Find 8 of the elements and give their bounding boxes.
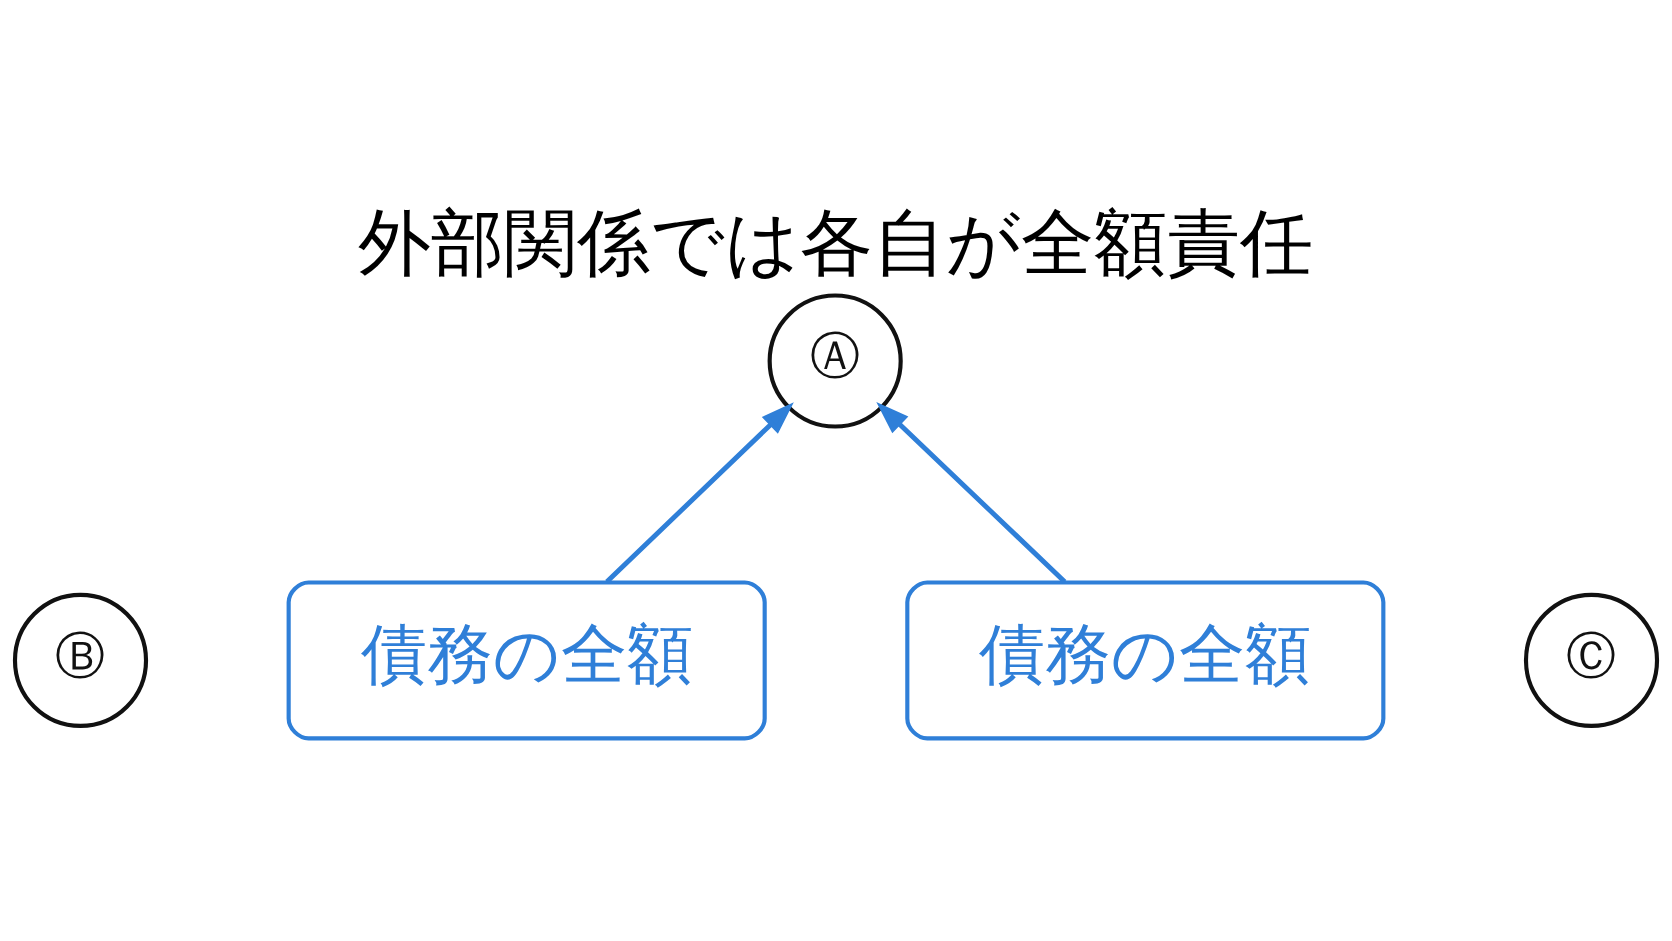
arrow (605, 402, 794, 584)
arrow (876, 401, 1067, 584)
node-circle: Ⓐ (767, 293, 903, 429)
node-box: 債務の全額 (905, 580, 1386, 741)
diagram-title: 外部関係では各自が全額責任 (358, 199, 1314, 285)
node-box: 債務の全額 (286, 580, 767, 741)
node-circle: Ⓒ (1523, 592, 1660, 728)
node-circle: Ⓑ (12, 592, 149, 728)
